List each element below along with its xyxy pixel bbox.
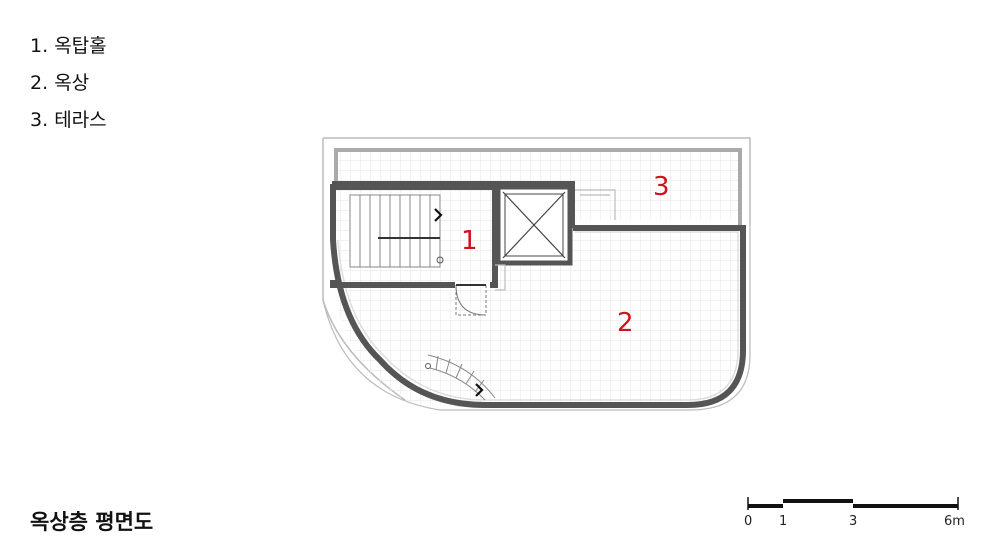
scale-tick-3: 3 xyxy=(849,514,858,529)
legend: 1. 옥탑홀 2. 옥상 3. 테라스 xyxy=(30,28,107,139)
legend-item-2: 2. 옥상 xyxy=(30,65,107,102)
rooftop-parapet xyxy=(330,222,746,408)
legend-number: 1. xyxy=(30,35,49,57)
site-outline xyxy=(322,225,751,411)
terrace-rail xyxy=(334,148,742,225)
legend-label: 옥상 xyxy=(54,72,90,94)
scale-tick-1: 1 xyxy=(779,514,788,529)
elevator-x-2 xyxy=(502,191,566,259)
door xyxy=(455,284,487,316)
room-label-3: 3 xyxy=(653,172,670,202)
room-label-1: 1 xyxy=(461,226,478,256)
room-label-2: 2 xyxy=(617,308,634,338)
legend-number: 3. xyxy=(30,109,49,131)
page-title: 옥상층 평면도 xyxy=(30,510,154,534)
scale-tick-6m: 6m xyxy=(944,514,965,529)
rooftop-parapet-inner xyxy=(337,231,739,401)
stair-arrow-icon xyxy=(475,383,484,397)
elevator-inner xyxy=(504,193,564,257)
scale-tick-0: 0 xyxy=(744,514,753,529)
stairs-top xyxy=(349,194,444,268)
legend-item-1: 1. 옥탑홀 xyxy=(30,28,107,65)
terrace-step xyxy=(575,189,616,220)
hall-step xyxy=(495,264,506,291)
stairs-curved xyxy=(425,354,496,401)
legend-number: 2. xyxy=(30,72,49,94)
scale-bar xyxy=(747,497,959,510)
stair-arrow-icon xyxy=(434,208,443,222)
legend-label: 옥탑홀 xyxy=(54,35,107,57)
legend-label: 테라스 xyxy=(54,109,107,131)
legend-item-3: 3. 테라스 xyxy=(30,102,107,139)
